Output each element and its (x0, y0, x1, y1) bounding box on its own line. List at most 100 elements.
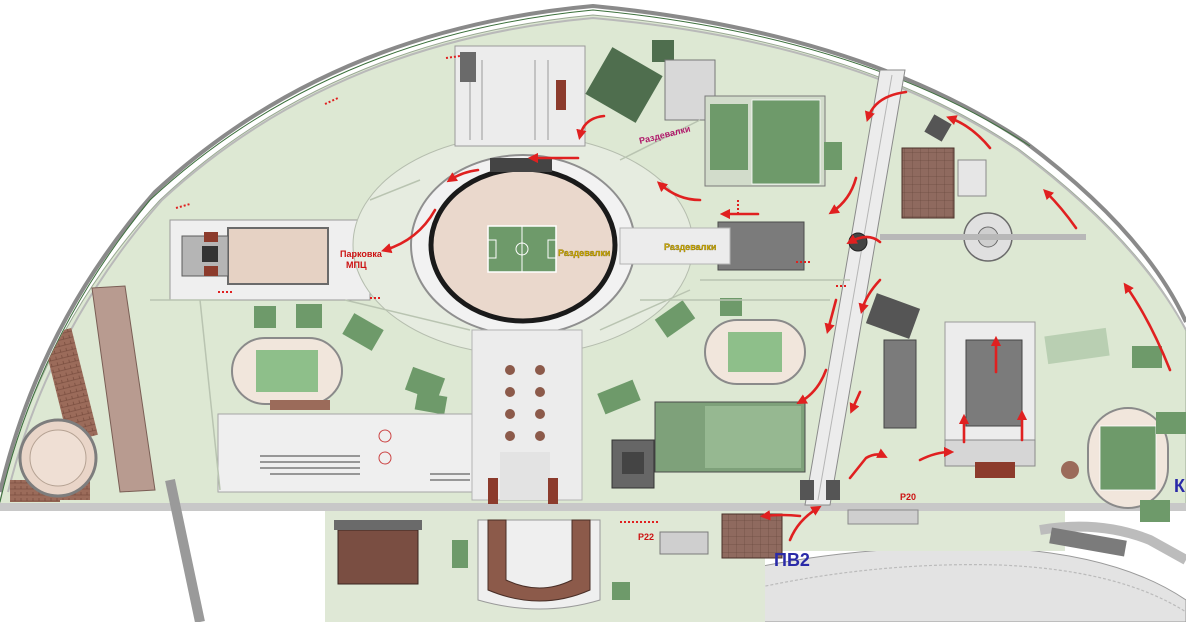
pitch-box-right (547, 239, 557, 259)
route-arrow-icon (446, 168, 480, 183)
east-hall-corners (975, 462, 1015, 478)
sw-target-2 (378, 451, 392, 465)
parking-label-line1: Парковка (340, 249, 383, 259)
mpc-marker-south (204, 266, 218, 276)
outer-arc-border (0, 9, 1031, 503)
west-athletics-stadium (231, 337, 343, 410)
route-arrow-icon (828, 176, 858, 215)
south-plaza-avenue (500, 452, 550, 500)
route-arrow-icon (1123, 282, 1172, 372)
south-brown-building-roof (334, 520, 422, 530)
route-arrow-icon (918, 446, 955, 462)
route-arrow-icon (796, 368, 828, 405)
route-arrow-icon (1043, 189, 1078, 230)
far-south-building (1049, 527, 1127, 557)
north-dark-field-1 (585, 47, 663, 123)
training-field-b (751, 99, 821, 185)
route-arrow-icon (381, 208, 437, 254)
east-plaza (619, 227, 731, 265)
mpc-building (227, 227, 329, 285)
north-pavilion-marker (556, 80, 566, 110)
north-stadium-gate (490, 158, 552, 172)
south-gate-right (548, 478, 558, 504)
mpc-marker-north (204, 232, 218, 242)
southwest-plaza-stripes (260, 455, 470, 481)
north-pavilion-block (460, 52, 476, 82)
parking-label-line2: МПЦ (346, 260, 367, 270)
south-gate-left (488, 478, 498, 504)
p22-label: P22 (638, 532, 654, 542)
pitch-center-circle (515, 242, 529, 256)
field-west-diag-3 (414, 391, 448, 415)
northeast-annex (957, 159, 987, 197)
sw-target-1 (378, 429, 392, 443)
east-dark-buildings (865, 293, 921, 339)
east-hall-small (883, 339, 917, 429)
route-arrow-icon (656, 181, 702, 202)
southwest-plaza (217, 413, 474, 493)
northeast-grid-building (901, 147, 955, 219)
route-arrow-icon (849, 390, 862, 414)
south-brown-building (337, 529, 419, 585)
outer-arc-road-inner (7, 16, 1186, 493)
west-round-arena-inner (29, 429, 87, 487)
southeast-dark-gate-2 (826, 480, 840, 500)
west-field-1 (254, 306, 276, 328)
route-arrows (381, 90, 1172, 542)
southeast-building-core (622, 452, 644, 474)
mpc-entrance-block (202, 246, 218, 262)
p20-label: P20 (900, 492, 916, 502)
south-plaza-fountains (505, 365, 545, 441)
route-arrow-icon (788, 505, 822, 542)
field-west-diag-1 (342, 313, 384, 351)
route-arrow-icon (824, 298, 838, 335)
far-east-fields-3 (1140, 500, 1170, 522)
southeast-dark-gate (800, 480, 814, 500)
far-east-fields (1132, 346, 1162, 368)
south-grey-building (659, 531, 709, 555)
locker-rooms-east-label: Раздевалки (664, 242, 716, 252)
route-arrow-icon (864, 90, 908, 122)
southeast-field-lighter (705, 406, 801, 468)
east-avenue-centerline (817, 74, 893, 501)
southern-amphitheater (477, 519, 601, 610)
south-small-field (452, 540, 468, 568)
footpaths (150, 119, 850, 491)
route-arrow-icon (576, 114, 606, 141)
west-field-2 (296, 304, 322, 328)
route-arrow-icon (846, 234, 882, 245)
training-field-c (824, 142, 842, 170)
field-west-diag-2 (404, 366, 446, 402)
east-hall-large (965, 339, 1023, 427)
left-diagonal-road (165, 478, 205, 622)
south-stands-east (847, 509, 919, 525)
pv2-label: ПВ2 (774, 550, 810, 570)
east-field-diag-2 (597, 379, 641, 415)
route-arrow-icon (946, 115, 992, 150)
north-dark-field-2 (652, 40, 674, 62)
pitch-box-left (487, 239, 497, 259)
far-east-stadium (1087, 407, 1169, 509)
route-arrow-icon (759, 510, 802, 521)
route-arrow-icon (858, 278, 882, 315)
entry-markers (175, 55, 848, 523)
far-east-pavilion (1044, 327, 1110, 365)
south-green-block (612, 582, 630, 600)
far-east-fields-2 (1156, 412, 1186, 434)
east-sports-hall (717, 221, 805, 271)
route-arrow-icon (848, 448, 888, 480)
east-field-small (720, 298, 742, 316)
outer-arc-road (0, 3, 1186, 493)
northeast-small-block (924, 114, 952, 142)
embankment-road (0, 503, 1186, 511)
left-strip (91, 285, 156, 493)
edge-letter-label: К (1174, 476, 1186, 496)
east-hall-forecourt (944, 439, 1036, 467)
south-grid-building (721, 513, 783, 559)
east-field-diag-1 (654, 300, 696, 338)
locker-rooms-stadium-label: Раздевалки (558, 248, 610, 258)
far-east-red-object (1061, 461, 1079, 479)
east-athletics-stadium (704, 319, 806, 385)
training-field-a (710, 104, 748, 170)
